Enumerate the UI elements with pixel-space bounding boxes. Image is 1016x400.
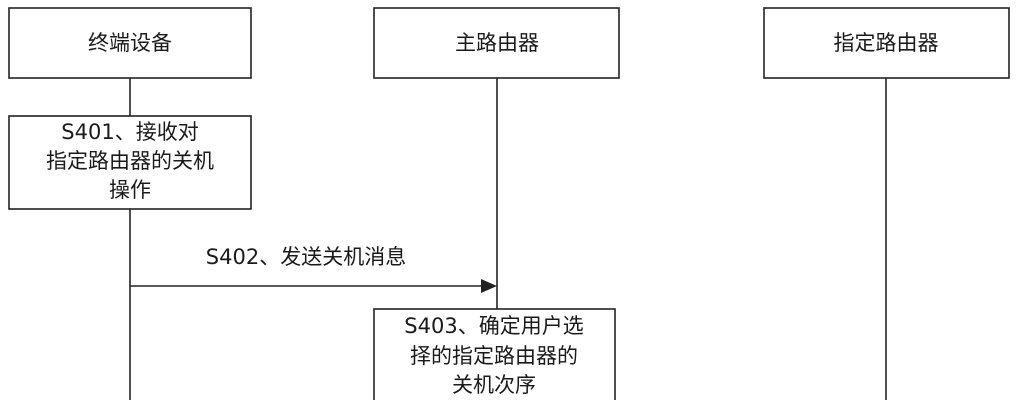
- participant-main-router-label: 主路由器: [455, 31, 539, 55]
- step-s403-line-3: 关机次序: [452, 373, 536, 397]
- participant-designated-router: 指定路由器: [763, 7, 1010, 79]
- step-s403-line-1: S403、确定用户选: [404, 314, 583, 338]
- step-s402-label: S402、发送关机消息: [206, 245, 406, 269]
- step-s401-box: S401、接收对 指定路由器的关机 操作: [8, 115, 252, 210]
- participant-terminal: 终端设备: [8, 7, 252, 79]
- participant-main-router: 主路由器: [373, 7, 620, 79]
- step-s403-box: S403、确定用户选 择的指定路由器的 关机次序: [373, 308, 616, 400]
- participant-terminal-label: 终端设备: [88, 31, 172, 55]
- step-s401-line-1: S401、接收对: [61, 120, 198, 144]
- step-s401-line-3: 操作: [109, 178, 151, 202]
- step-s403-line-2: 择的指定路由器的: [410, 344, 578, 368]
- step-s402-arrowhead-icon: [481, 279, 497, 293]
- step-s401-line-2: 指定路由器的关机: [46, 149, 214, 173]
- step-s402-message: S402、发送关机消息: [130, 245, 497, 293]
- participant-designated-router-label: 指定路由器: [834, 31, 939, 55]
